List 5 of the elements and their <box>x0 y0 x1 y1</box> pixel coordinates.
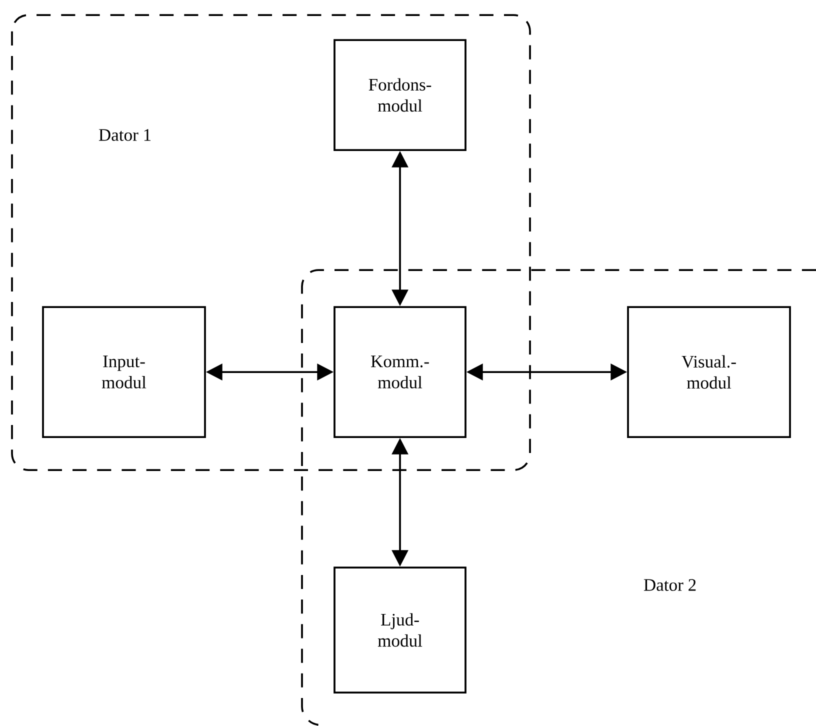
module-box: Ljud- modul <box>334 566 466 694</box>
module-box: Visual.- modul <box>627 306 791 438</box>
module-box: Komm.- modul <box>334 306 466 438</box>
module-box: Input- modul <box>42 306 206 438</box>
module-box: Fordons- modul <box>334 39 466 151</box>
